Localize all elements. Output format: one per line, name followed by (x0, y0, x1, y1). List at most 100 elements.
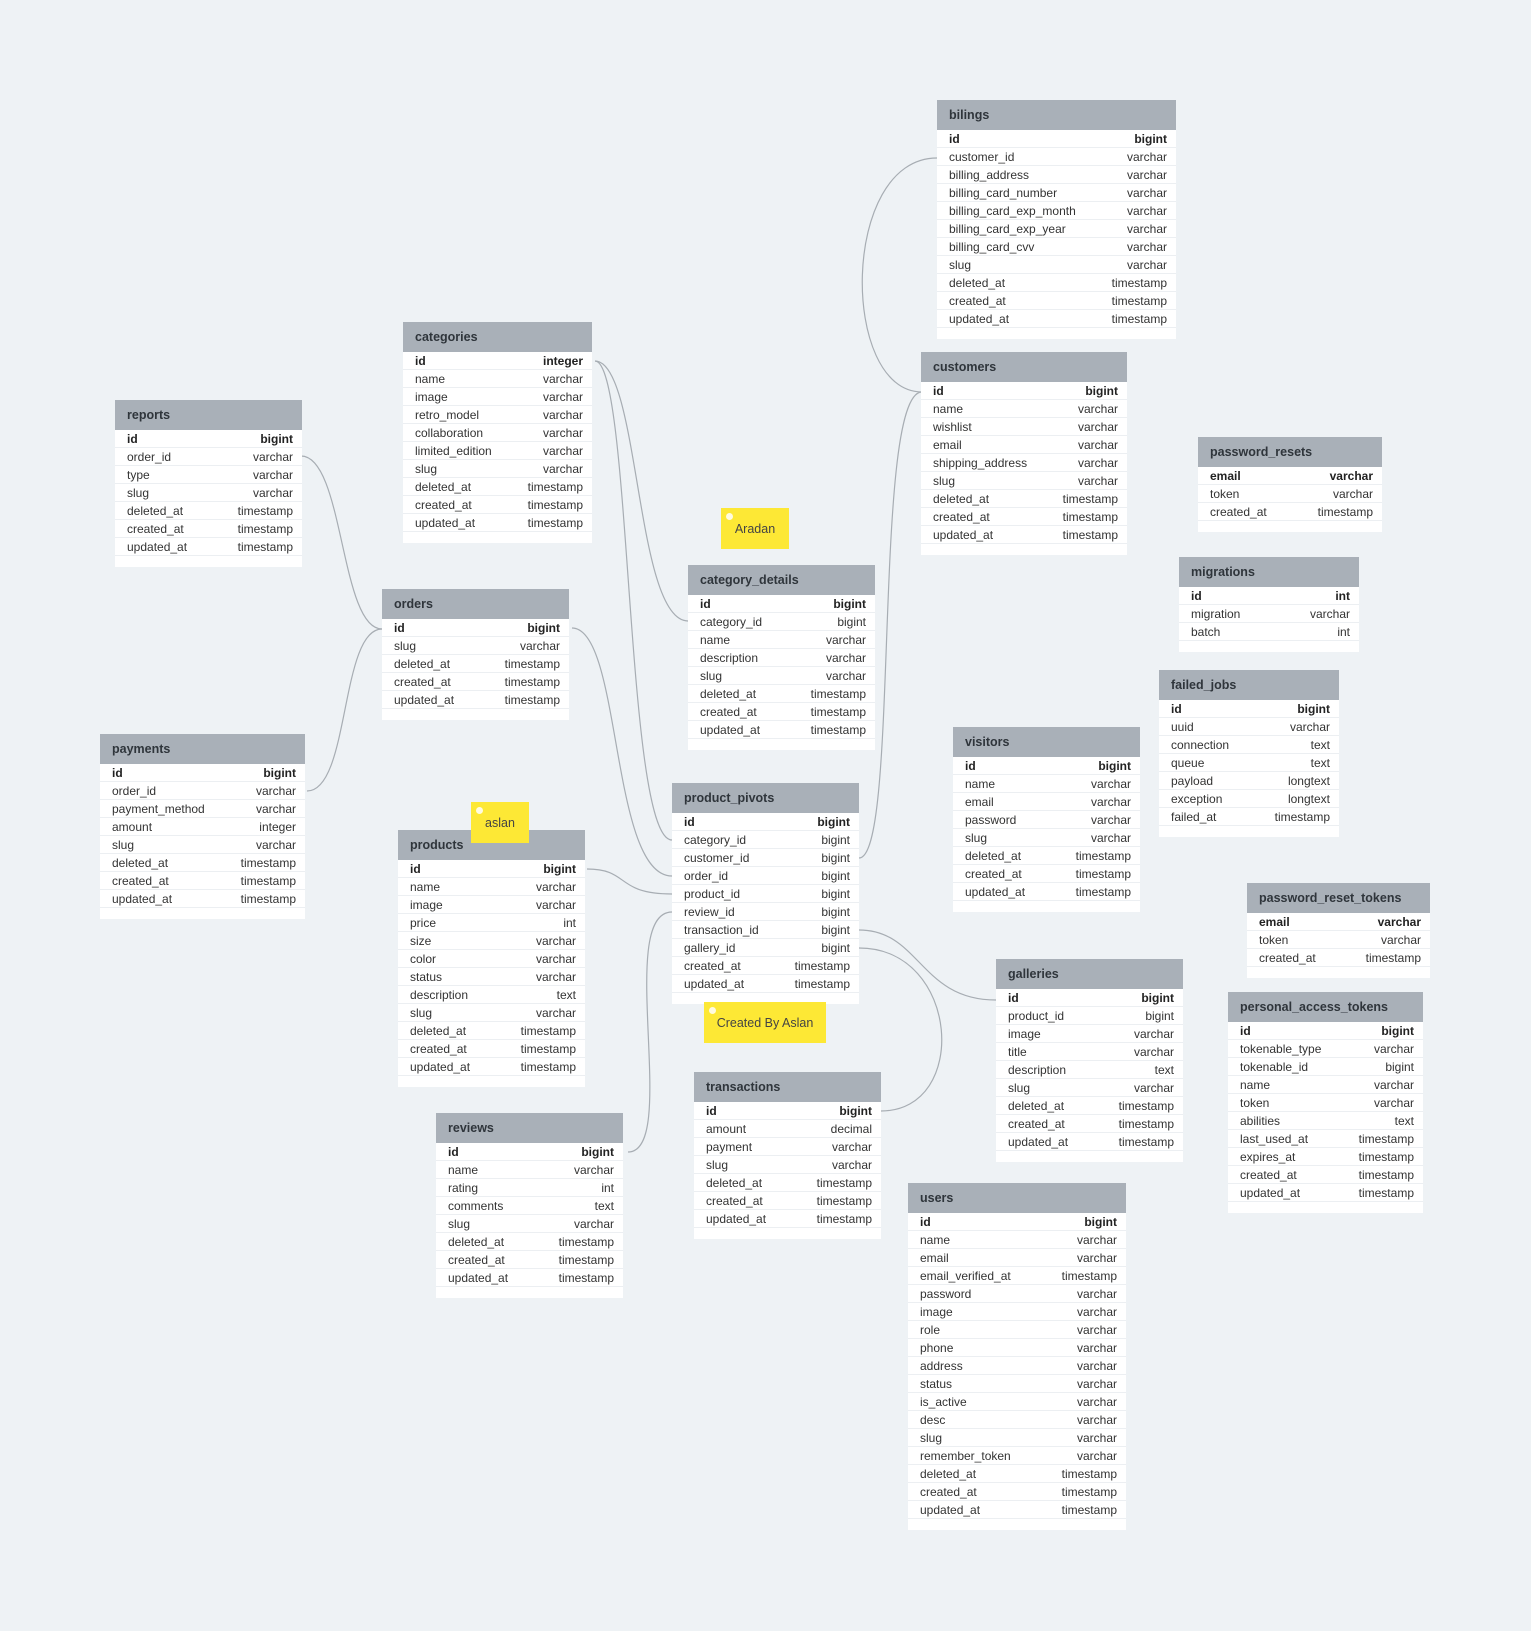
sticky-note[interactable]: Aradan (721, 508, 789, 549)
sticky-note[interactable]: aslan (471, 802, 529, 843)
